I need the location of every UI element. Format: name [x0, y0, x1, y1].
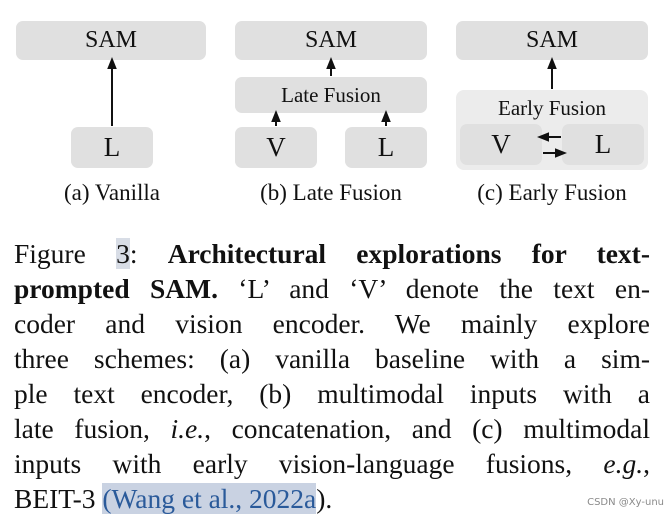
panel-c-sam-label: SAM	[525, 27, 579, 53]
panel-a-sam-label: SAM	[84, 27, 138, 53]
citation-paren-close: ).	[316, 483, 333, 514]
panel-b-late-fusion-box: Late Fusion	[235, 77, 427, 113]
caption-line-2-rest: ‘L’ and ‘V’ denote the text en-	[217, 273, 650, 304]
panel-c-vision-encoder-box: V	[460, 124, 542, 165]
caption-line-7-b: ,	[643, 448, 650, 479]
panel-b-caption: (b) Late Fusion	[260, 180, 402, 205]
diagram-arrows	[107, 57, 567, 158]
panel-a-text-encoder-box: L	[71, 127, 153, 168]
caption-line-6-b: , concatenation, and (c) multimodal	[204, 413, 650, 444]
caption-eg: e.g.	[603, 448, 644, 479]
caption-bold-title-part1: Architectural explorations for text-	[167, 238, 650, 269]
panel-c-vision-encoder-label: V	[491, 129, 511, 159]
caption-ie: i.e.	[170, 413, 205, 444]
panel-c-early-fusion-label: Early Fusion	[498, 96, 606, 120]
panel-c-caption: (c) Early Fusion	[477, 180, 627, 205]
citation-link[interactable]: Wang et al., 2022a	[111, 483, 317, 514]
caption-line-1: Figure 3: Architectural explorations for…	[14, 236, 650, 271]
caption-bold-title-part2: prompted SAM.	[14, 273, 218, 304]
caption-line-3: coder and vision encoder. We mainly expl…	[14, 308, 650, 339]
panel-c-sam-box: SAM	[456, 21, 648, 60]
caption-line-5: ple text encoder, (b) multimodal inputs …	[14, 378, 650, 409]
panel-b-text-encoder-label: L	[377, 132, 395, 162]
panel-c-text-encoder-box: L	[562, 124, 644, 165]
figure-number-link[interactable]: 3	[116, 238, 130, 269]
panel-b-text-encoder-box: L	[345, 127, 427, 168]
watermark: CSDN @Xy-unu	[587, 497, 664, 508]
caption-line-7-a: inputs with early vision-language fusion…	[14, 448, 604, 479]
figure-word: Figure	[14, 238, 117, 269]
caption-line-4: three schemes: (a) vanilla baseline with…	[14, 343, 650, 374]
panel-b-vision-encoder-box: V	[235, 127, 317, 168]
citation-paren-open: (	[102, 483, 112, 514]
panel-a-text-encoder-label: L	[103, 132, 121, 162]
caption-line-7: inputs with early vision-language fusion…	[14, 446, 650, 481]
caption-line-8: BEIT-3 (Wang et al., 2022a).	[14, 481, 650, 516]
panel-a-sam-box: SAM	[16, 21, 206, 60]
caption-line-2: prompted SAM. ‘L’ and ‘V’ denote the tex…	[14, 271, 650, 306]
panel-a-caption: (a) Vanilla	[63, 180, 160, 205]
panel-b-sam-box: SAM	[235, 21, 427, 60]
caption-line-6-a: late fusion,	[14, 413, 171, 444]
figure-colon: :	[129, 238, 168, 269]
panel-b-sam-label: SAM	[304, 27, 358, 53]
panel-b-vision-encoder-label: V	[266, 132, 286, 162]
panel-c-text-encoder-label: L	[594, 129, 612, 159]
caption-line-6: late fusion, i.e., concatenation, and (c…	[14, 411, 650, 446]
panel-b-late-fusion-label: Late Fusion	[281, 82, 381, 107]
caption-line-8-a: BEIT-3	[14, 483, 103, 514]
